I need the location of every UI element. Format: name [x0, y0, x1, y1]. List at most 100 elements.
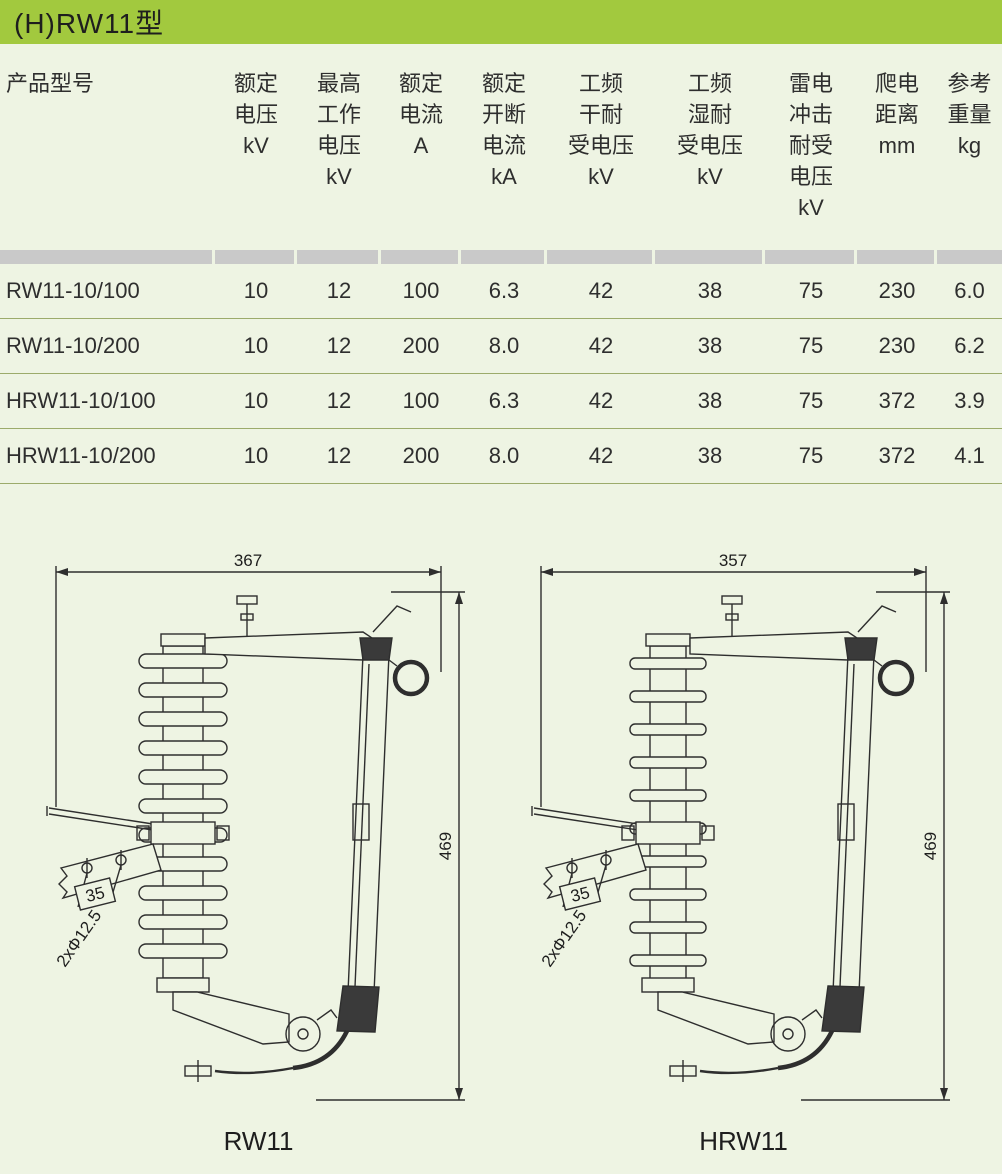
- figure-rw11: 367 469: [31, 552, 486, 1157]
- table-row: HRW11-10/100 10 12 100 6.3 42 38 75 372 …: [0, 374, 1002, 429]
- pull-ring: [877, 659, 915, 697]
- table-cell: 6.0: [954, 278, 985, 303]
- height-dimension: 469: [801, 591, 950, 1101]
- column-header-model: 产品型号: [6, 71, 95, 96]
- table-cell: 230: [878, 333, 916, 358]
- width-dimension: 367: [55, 552, 442, 807]
- table-cell: 100: [402, 278, 440, 303]
- width-dim-label: 367: [234, 552, 262, 570]
- fuse-tube: [346, 637, 430, 1017]
- table-cell: 38: [697, 333, 723, 358]
- separator-segment: [461, 250, 544, 264]
- column-header-dry-withstand: 工频 干耐 受电压 kV: [567, 71, 634, 189]
- separator-segment: [297, 250, 378, 264]
- table-row: RW11-10/200 10 12 200 8.0 42 38 75 230 6…: [0, 319, 1002, 374]
- table-cell: 12: [326, 333, 352, 358]
- table-header-row: 产品型号 额定 电压 kV 最高 工作 电压 kV 额定 电流 A 额定 开断 …: [0, 66, 1002, 250]
- table-cell: 6.2: [954, 333, 985, 358]
- hole-spacing-dimension: 35: [73, 864, 122, 911]
- table-cell: 6.3: [488, 388, 520, 413]
- pull-ring: [392, 659, 430, 697]
- table-cell: 12: [326, 388, 352, 413]
- lower-hinge: [172, 985, 380, 1071]
- separator-segment: [381, 250, 458, 264]
- table-cell: 42: [588, 443, 614, 468]
- table-cell: 372: [878, 388, 916, 413]
- column-header-weight: 参考 重量 kg: [947, 71, 992, 158]
- table-cell: 38: [697, 388, 723, 413]
- separator-segment: [937, 250, 1002, 264]
- table-cell: 10: [243, 333, 269, 358]
- column-header-rated-voltage: 额定 电压 kV: [233, 71, 278, 158]
- table-cell: 10: [243, 388, 269, 413]
- figures: 367 469: [0, 552, 1002, 1157]
- table-cell: 12: [326, 278, 352, 303]
- hole-spacing-label: 35: [569, 883, 592, 906]
- table-cell: 75: [798, 388, 824, 413]
- column-header-breaking-current: 额定 开断 电流 kA: [481, 71, 526, 189]
- table-cell: 200: [402, 443, 440, 468]
- height-dim-label: 469: [921, 832, 940, 860]
- separator-segment: [215, 250, 294, 264]
- width-dim-label: 357: [719, 552, 747, 570]
- table-row: RW11-10/100 10 12 100 6.3 42 38 75 230 6…: [0, 264, 1002, 319]
- table-cell: 38: [697, 443, 723, 468]
- table-cell: 230: [878, 278, 916, 303]
- fuse-tube: [831, 637, 915, 1017]
- column-header-creepage: 爬电 距离 mm: [874, 71, 919, 158]
- table-cell: 75: [798, 443, 824, 468]
- table-cell: 8.0: [488, 443, 520, 468]
- column-header-impulse-withstand: 雷电 冲击 耐受 电压 kV: [788, 71, 833, 220]
- hole-diameter-label: 2xΦ12.5: [538, 906, 591, 970]
- hole-diameter-label: 2xΦ12.5: [53, 906, 106, 970]
- separator-segment: [0, 250, 212, 264]
- table-cell: 42: [588, 333, 614, 358]
- model-cell: RW11-10/100: [6, 278, 140, 303]
- column-header-rated-current: 额定 电流 A: [398, 71, 443, 158]
- column-header-max-working-voltage: 最高 工作 电压 kV: [316, 71, 361, 189]
- table-cell: 372: [878, 443, 916, 468]
- hrw11-drawing: 357 469: [531, 552, 950, 1101]
- table-cell: 75: [798, 278, 824, 303]
- table-cell: 10: [243, 443, 269, 468]
- mounting-bracket: [531, 806, 715, 900]
- table-cell: 75: [798, 333, 824, 358]
- lower-hinge: [657, 985, 865, 1071]
- rw11-drawing: 367 469: [46, 552, 465, 1101]
- separator-segment: [765, 250, 854, 264]
- table-cell: 42: [588, 278, 614, 303]
- insulator: [629, 633, 707, 993]
- table-row: HRW11-10/200 10 12 200 8.0 42 38 75 372 …: [0, 429, 1002, 484]
- table-cell: 100: [402, 388, 440, 413]
- model-cell: HRW11-10/200: [6, 443, 156, 468]
- height-dim-label: 469: [436, 832, 455, 860]
- width-dimension: 357: [540, 552, 927, 807]
- figure-caption: RW11: [223, 1126, 294, 1156]
- insulator: [138, 633, 228, 993]
- height-dimension: 469: [316, 591, 465, 1101]
- hole-spacing-label: 35: [84, 883, 107, 906]
- hole-spacing-dimension: 35: [558, 864, 607, 911]
- spec-table: 产品型号 额定 电压 kV 最高 工作 电压 kV 额定 电流 A 额定 开断 …: [0, 44, 1002, 484]
- table-cell: 8.0: [488, 333, 520, 358]
- table-cell: 10: [243, 278, 269, 303]
- page-title: (H)RW11型: [14, 8, 165, 39]
- table-cell: 6.3: [488, 278, 520, 303]
- table-separator-band: [0, 250, 1002, 264]
- model-cell: HRW11-10/100: [6, 388, 156, 413]
- bottom-terminal: [669, 1060, 779, 1082]
- table-cell: 3.9: [954, 388, 985, 413]
- figure-hrw11: 357 469: [516, 552, 971, 1157]
- separator-segment: [655, 250, 762, 264]
- top-contact-assembly: [689, 595, 897, 661]
- separator-segment: [547, 250, 652, 264]
- table-cell: 4.1: [954, 443, 985, 468]
- column-header-wet-withstand: 工频 湿耐 受电压 kV: [676, 71, 743, 189]
- table-cell: 200: [402, 333, 440, 358]
- table-cell: 38: [697, 278, 723, 303]
- model-cell: RW11-10/200: [6, 333, 140, 358]
- title-bar: (H)RW11型: [0, 0, 1002, 44]
- figure-caption: HRW11: [699, 1126, 788, 1156]
- separator-segment: [857, 250, 934, 264]
